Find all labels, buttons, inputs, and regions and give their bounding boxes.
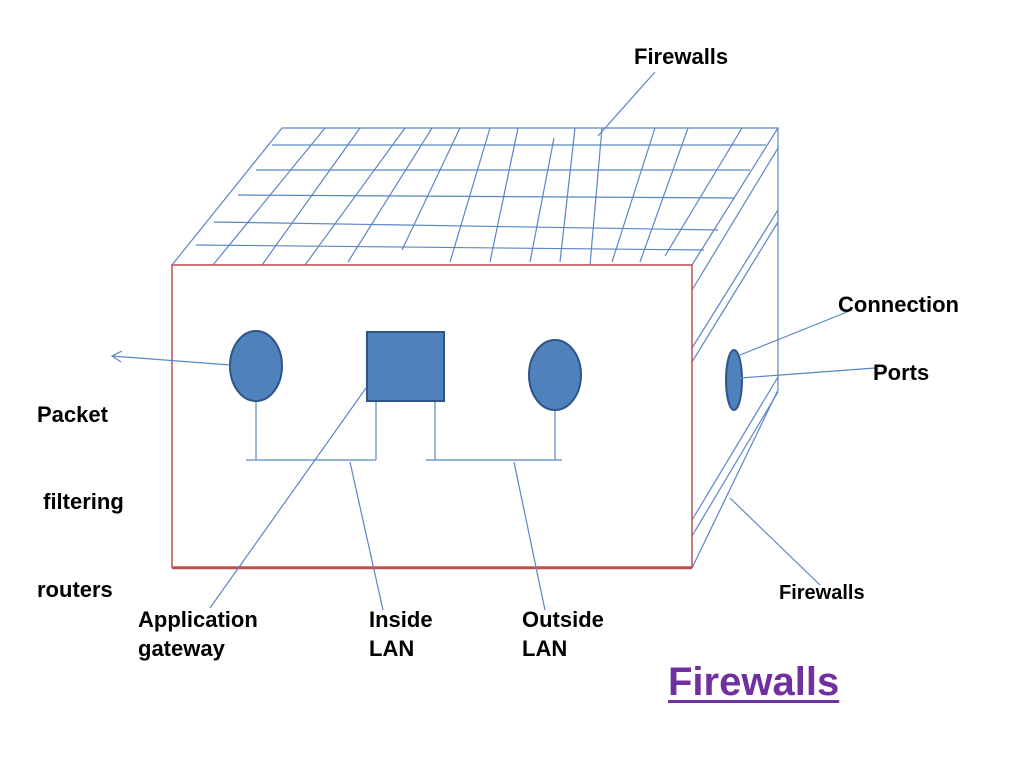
packet-filter-router-left (229, 330, 283, 402)
grid-line (213, 221, 719, 231)
callout-inside-lan (349, 461, 384, 611)
label-line: routers (37, 577, 113, 602)
side-line (691, 376, 779, 521)
label-outside-lan: Outside LAN (522, 605, 604, 664)
grid-line (611, 127, 656, 263)
side-line (691, 209, 779, 349)
label-application-gateway: Application gateway (138, 605, 258, 664)
label-line: Firewalls (634, 44, 729, 69)
grid-line (212, 127, 326, 266)
front-face (171, 264, 693, 568)
label-line: gateway (138, 636, 225, 662)
callout-firewalls-top (597, 71, 656, 137)
label-line: Firewalls (779, 582, 865, 604)
side-line (691, 391, 779, 537)
application-gateway-node (366, 331, 445, 402)
grid-line (559, 127, 576, 263)
grid-line (304, 127, 406, 266)
side-line (691, 147, 779, 291)
label-line: Connection (838, 292, 959, 317)
grid-line (489, 127, 519, 263)
grid-line (347, 127, 433, 263)
top-face-grid (170, 127, 780, 266)
label-firewalls-side: Firewalls (779, 580, 865, 607)
side-edge (691, 389, 779, 569)
side-line (691, 221, 779, 363)
grid-line (261, 127, 361, 266)
label-line: Application (138, 607, 258, 632)
lan-wiring (246, 400, 562, 461)
arrowhead (110, 350, 123, 363)
label-line: Outside (522, 607, 604, 632)
label-line: LAN (522, 636, 568, 662)
grid-line (529, 137, 555, 263)
connection-port (725, 349, 743, 411)
label-connection: Connection (838, 290, 959, 319)
label-firewalls-top: Firewalls (634, 42, 728, 71)
callout-application-gateway (209, 387, 367, 609)
slide-title: Firewalls (668, 660, 840, 704)
grid-line (237, 194, 736, 199)
grid-line (449, 127, 491, 263)
label-line: Inside (369, 607, 433, 632)
label-packet-filtering-routers: Packet filtering routers (37, 341, 124, 663)
side-face (691, 128, 779, 569)
label-line: LAN (369, 636, 415, 662)
callout-lines (110, 71, 876, 611)
label-inside-lan: Inside LAN (369, 605, 433, 664)
callout-packet-filtering (111, 355, 231, 366)
callout-ports (739, 367, 876, 379)
label-line: filtering (37, 489, 124, 515)
label-line: Ports (873, 360, 930, 385)
grid-line (195, 244, 705, 251)
callout-connection (739, 309, 853, 356)
grid-line (401, 127, 461, 251)
label-line: Packet (37, 401, 108, 427)
grid-line (589, 127, 603, 266)
callout-outside-lan (513, 461, 546, 611)
label-ports: Ports (873, 358, 929, 387)
callout-firewalls-side (729, 497, 821, 586)
grid-line (664, 127, 743, 257)
grid-line (639, 127, 689, 263)
packet-filter-router-right (528, 339, 582, 411)
